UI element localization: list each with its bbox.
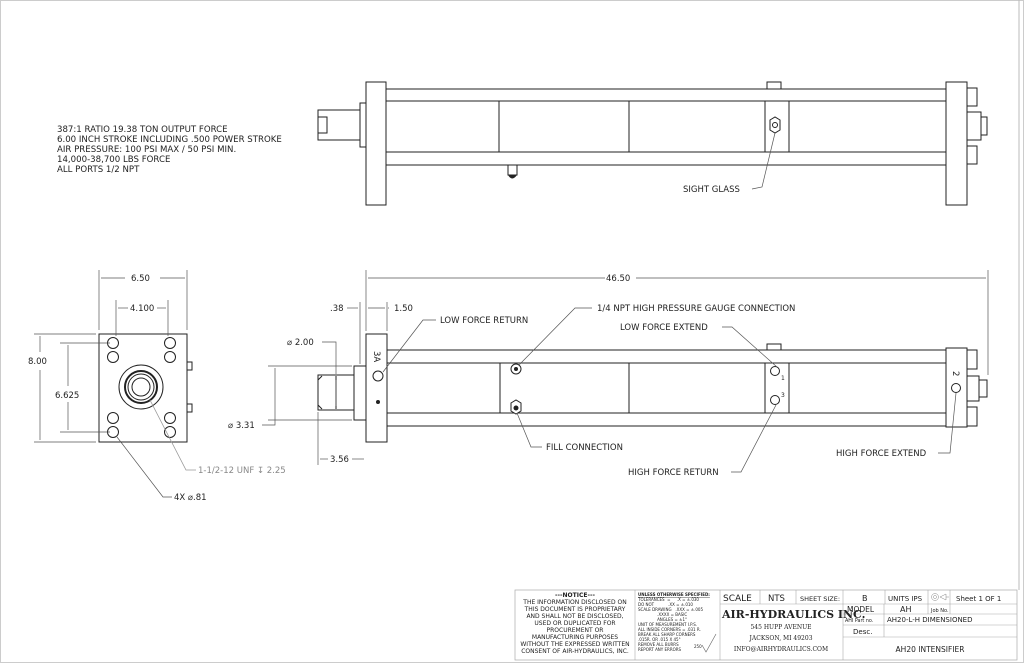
dim-end-height: 8.00 bbox=[28, 357, 47, 367]
job-number-label: Job No. bbox=[930, 608, 949, 614]
company-name: AIR-HYDRAULICS INC. bbox=[721, 608, 865, 621]
dim-overall-length: 46.50 bbox=[606, 274, 630, 284]
svg-text:MANUFACTURING PURPOSES: MANUFACTURING PURPOSES bbox=[532, 634, 618, 641]
port-high-force-return bbox=[770, 395, 780, 405]
callout-high-force-return: HIGH FORCE RETURN bbox=[628, 468, 719, 478]
callout-thread: 1-1/2-12 UNF ↧ 2.25 bbox=[198, 466, 286, 476]
callout-holes: 4X ⌀.81 bbox=[174, 493, 207, 503]
dim-rod-dia: ⌀ 2.00 bbox=[287, 338, 314, 348]
description-value: AH20 INTENSIFIER bbox=[896, 645, 965, 654]
port-high-force-extend bbox=[951, 383, 961, 393]
svg-text:DO NOT .XX = ±.010: DO NOT .XX = ±.010 bbox=[638, 602, 693, 607]
svg-text:.015R. OR .015 X 45°: .015R. OR .015 X 45° bbox=[638, 637, 681, 642]
svg-text:USED OR DUPLICATED FOR: USED OR DUPLICATED FOR bbox=[534, 620, 615, 627]
part-number-value: AH20-L-H DIMENSIONED bbox=[887, 616, 973, 624]
part-number-label: AHI Part no. bbox=[845, 618, 873, 624]
scale-value: NTS bbox=[768, 594, 785, 604]
projection-icon bbox=[931, 593, 949, 601]
callout-low-force-extend: LOW FORCE EXTEND bbox=[620, 323, 708, 333]
svg-text:.XXXX = BASIC: .XXXX = BASIC bbox=[638, 612, 687, 617]
port-label-1: 1 bbox=[781, 375, 785, 382]
svg-text:THIS DOCUMENT IS PROPRIETARY: THIS DOCUMENT IS PROPRIETARY bbox=[524, 606, 626, 613]
svg-text:REMOVE ALL BURRS: REMOVE ALL BURRS bbox=[638, 642, 679, 647]
sheet-number: Sheet 1 OF 1 bbox=[956, 595, 1001, 603]
end-view: 6.50 4.100 8.00 6.625 1-1/2-12 UNF ↧ 2.2… bbox=[28, 270, 286, 503]
dim-flange: .38 bbox=[330, 304, 344, 314]
surface-finish: 250 bbox=[694, 644, 702, 649]
side-view: 3A 1 3 2 LOW FORCE RETURN 1/4 NPT HIGH P… bbox=[228, 270, 989, 478]
description-label: Desc. bbox=[853, 628, 872, 636]
dim-pilot-dia: ⌀ 3.31 bbox=[228, 421, 255, 431]
surface-finish-icon bbox=[701, 633, 717, 653]
sight-glass-icon bbox=[769, 116, 781, 134]
callout-fill-connection: FILL CONNECTION bbox=[546, 443, 623, 453]
port-low-force-extend bbox=[770, 366, 780, 376]
svg-text:PROCUREMENT OR: PROCUREMENT OR bbox=[547, 627, 604, 634]
port-label-3: 3 bbox=[781, 392, 785, 399]
dim-end-width: 6.50 bbox=[131, 274, 150, 284]
port-low-force-return bbox=[372, 370, 384, 382]
port-label-2: 2 bbox=[950, 371, 960, 376]
svg-text:REPORT ANY ERRORS: REPORT ANY ERRORS bbox=[638, 647, 682, 652]
callout-sight-glass: SIGHT GLASS bbox=[683, 185, 740, 195]
sheet-size-value: B bbox=[862, 594, 868, 603]
svg-text:THE INFORMATION DISCLOSED ON: THE INFORMATION DISCLOSED ON bbox=[522, 599, 626, 606]
svg-text:TOLERANCES = .X = ±.030: TOLERANCES = .X = ±.030 bbox=[637, 597, 699, 602]
callout-low-force-return: LOW FORCE RETURN bbox=[440, 316, 528, 326]
general-notes: 387:1 RATIO 19.38 TON OUTPUT FORCE 6.00 … bbox=[57, 125, 282, 175]
company-email: INFO@AIRHYDRAULICS.COM bbox=[734, 646, 828, 653]
svg-text:BREAK ALL SHARP CORNERS: BREAK ALL SHARP CORNERS bbox=[638, 632, 696, 637]
svg-text:AND SHALL NOT BE DISCLOSED,: AND SHALL NOT BE DISCLOSED, bbox=[526, 613, 623, 620]
notice-text: THE INFORMATION DISCLOSED ON THIS DOCUME… bbox=[520, 599, 629, 655]
model-label: MODEL bbox=[847, 605, 875, 614]
note-line: AIR PRESSURE: 100 PSI MAX / 50 PSI MIN. bbox=[57, 145, 236, 155]
svg-text:UNLESS OTHERWISE SPECIFIED:: UNLESS OTHERWISE SPECIFIED: bbox=[638, 592, 710, 597]
note-line: 387:1 RATIO 19.38 TON OUTPUT FORCE bbox=[57, 125, 228, 135]
svg-text:ANGLES = ±1°: ANGLES = ±1° bbox=[638, 617, 687, 622]
model-value: AH bbox=[900, 605, 912, 614]
company-address-2: JACKSON, MI 49203 bbox=[748, 635, 812, 642]
port-label-3a: 3A bbox=[371, 351, 381, 362]
dim-hole-spacing-y: 6.625 bbox=[55, 391, 79, 401]
title-block: ---NOTICE--- THE INFORMATION DISCLOSED O… bbox=[514, 589, 1018, 661]
note-line: ALL PORTS 1/2 NPT bbox=[57, 165, 140, 175]
note-line: 14,000-38,700 LBS FORCE bbox=[57, 155, 170, 165]
dim-plate: 1.50 bbox=[394, 304, 413, 314]
svg-text:CONSENT OF AIR-HYDRAULICS, INC: CONSENT OF AIR-HYDRAULICS, INC. bbox=[521, 648, 629, 655]
units: UNITS IPS bbox=[888, 595, 923, 603]
sheet-size-label: SHEET SIZE: bbox=[800, 595, 840, 603]
tolerance-text: UNLESS OTHERWISE SPECIFIED: TOLERANCES =… bbox=[637, 592, 710, 652]
dim-hole-spacing-x: 4.100 bbox=[130, 304, 154, 314]
note-line: 6.00 INCH STROKE INCLUDING .500 POWER ST… bbox=[57, 135, 282, 145]
notice-title: ---NOTICE--- bbox=[555, 592, 595, 599]
svg-text:WITHOUT THE EXPRESSED WRITTEN: WITHOUT THE EXPRESSED WRITTEN bbox=[520, 641, 629, 648]
top-view: SIGHT GLASS bbox=[317, 81, 988, 206]
callout-high-force-extend: HIGH FORCE EXTEND bbox=[836, 449, 927, 459]
scale-label: SCALE bbox=[723, 594, 752, 604]
dim-rod-ext: 3.56 bbox=[330, 455, 349, 465]
svg-text:SCALE DRAWING .XXX = ±.005: SCALE DRAWING .XXX = ±.005 bbox=[638, 607, 703, 612]
svg-text:ALL INSIDE CORNERS = .031 R.: ALL INSIDE CORNERS = .031 R. bbox=[638, 627, 701, 632]
company-address-1: 545 HUPP AVENUE bbox=[750, 624, 811, 631]
svg-text:UNIT OF MEASUREMENT I.P.S.: UNIT OF MEASUREMENT I.P.S. bbox=[638, 622, 697, 627]
callout-gauge-connection: 1/4 NPT HIGH PRESSURE GAUGE CONNECTION bbox=[597, 304, 795, 314]
